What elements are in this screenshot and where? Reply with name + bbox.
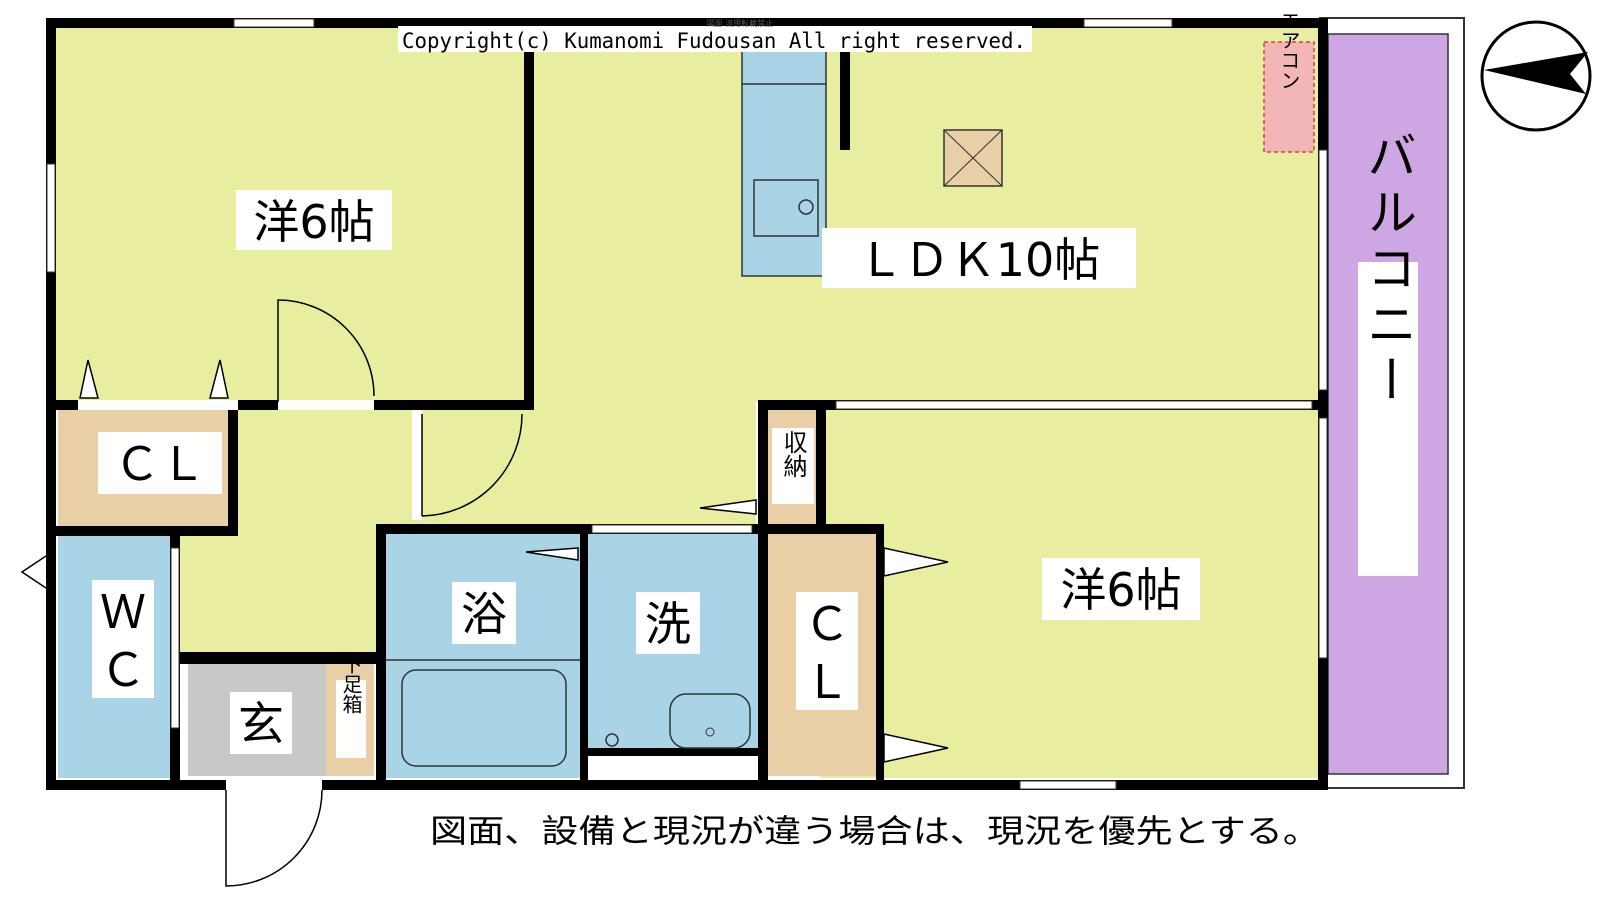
bathtub [401,669,567,767]
aircon-box [1263,41,1315,153]
closet-west-label: ＣＬ [114,437,206,491]
western-room-south-label: 洋6帖 [1060,563,1181,617]
kitchen-counter [741,49,827,277]
hall-floor [238,402,756,527]
ceiling-hatch-icon [943,129,1003,187]
ldk-floor [532,26,1320,402]
hall-lower-floor [180,525,376,652]
bath-label: 浴 [461,587,507,641]
storage-label: 収納 [779,430,807,478]
balcony-label: バルコニー [1359,130,1417,410]
kitchen-sink [753,179,819,237]
closet-south-label-line1: Ｃ [804,597,850,651]
north-arrow-icon [1480,20,1592,132]
watermark-text: 図面 流用転載禁止 [707,18,774,28]
washbasin [669,693,751,749]
wc-label-line2: Ｃ [100,643,146,697]
doors [20,299,949,887]
ldk-label: ＬＤＫ10帖 [858,233,1101,287]
wc-label-line1: Ｗ [100,585,146,639]
copyright-text: Copyright(c) Kumanomi Fudousan All right… [402,29,1026,53]
aircon-label: エアコン [1277,10,1301,90]
windows [46,18,1328,790]
washroom-label: 洗 [645,597,691,651]
notice-text: 図面、設備と現況が違う場合は、現況を優先とする。 [430,812,1320,850]
closet-south-label-line2: Ｌ [804,655,850,709]
entrance-label: 玄 [238,697,284,751]
shoe-box-label: 下足箱 [339,654,363,714]
western-room-north-label: 洋6帖 [253,195,374,249]
floor-drain-icon [605,733,619,747]
